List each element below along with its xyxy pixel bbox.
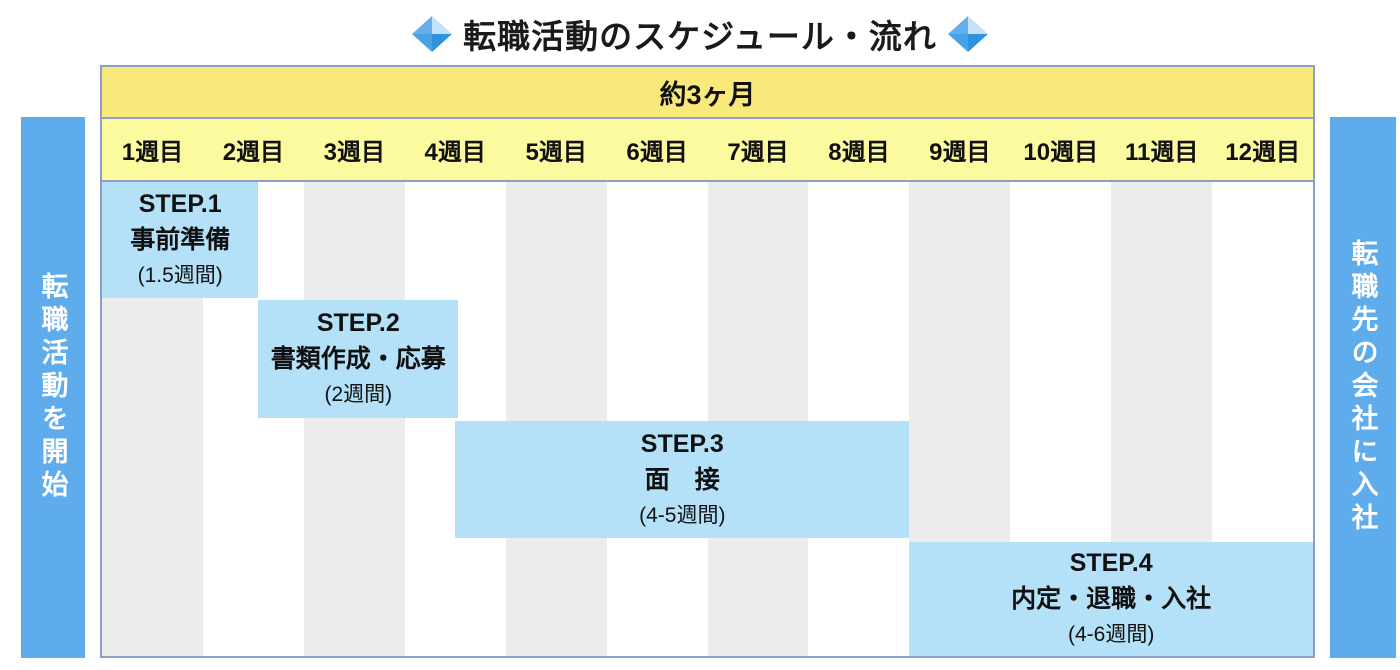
week-label-7: 7週目 <box>727 139 789 166</box>
start-sidebar-label: 転職活動を開始 <box>37 272 68 503</box>
duration-label: 約3ヶ月 <box>659 79 756 110</box>
step-block-4: STEP.4 内定・退職・入社 (4-6週間) <box>909 542 1313 656</box>
step-task: 事前準備 <box>130 226 231 254</box>
page-title: 転職活動のスケジュール・流れ <box>463 18 937 55</box>
step-name: STEP.3 <box>640 429 724 458</box>
step-task: 面 接 <box>644 465 720 494</box>
step-duration: (1.5週間) <box>137 264 223 287</box>
step-name: STEP.2 <box>316 309 400 337</box>
duration-band: 約3ヶ月 <box>102 67 1313 119</box>
step-task: 書類作成・応募 <box>270 345 446 373</box>
week-label-12: 12週目 <box>1225 139 1300 166</box>
week-stripe-4 <box>404 182 506 656</box>
diamond-icon-right <box>947 16 988 52</box>
join-sidebar-label: 転職先の会社に入社 <box>1347 239 1378 536</box>
step-block-3: STEP.3 面 接 (4-5週間) <box>455 421 910 538</box>
week-stripe-6 <box>606 182 708 656</box>
week-label-9: 9週目 <box>929 139 991 166</box>
week-header-row: 1週目 2週目 3週目 4週目 5週目 6週目 7週目 8週目 9週目 10週目 11週目 12週目 <box>102 119 1313 182</box>
start-sidebar: 転職活動を開始 <box>21 117 85 658</box>
week-label-3: 3週目 <box>323 139 385 166</box>
week-label-1: 1週目 <box>121 139 184 166</box>
page-title-row: 転職活動のスケジュール・流れ <box>0 8 1400 60</box>
week-stripe-8 <box>808 182 910 656</box>
step-duration: (2週間) <box>324 383 393 406</box>
step-block-1: STEP.1 事前準備 (1.5週間) <box>102 182 259 298</box>
week-label-8: 8週目 <box>828 139 890 166</box>
week-label-10: 10週目 <box>1023 139 1099 166</box>
step-task: 内定・退職・入社 <box>1011 585 1212 613</box>
week-stripe-7 <box>707 182 809 656</box>
week-label-2: 2週目 <box>222 139 285 166</box>
step-duration: (4-5週間) <box>639 503 726 527</box>
week-label-5: 5週目 <box>525 139 587 166</box>
step-duration: (4-6週間) <box>1067 623 1155 646</box>
step-name: STEP.4 <box>1069 549 1153 577</box>
step-block-2: STEP.2 書類作成・応募 (2週間) <box>258 300 459 418</box>
join-sidebar: 転職先の会社に入社 <box>1330 117 1396 658</box>
week-stripe-3 <box>303 182 405 656</box>
diamond-icon-left <box>412 16 453 52</box>
gantt-chart: 約3ヶ月 1週目 2週目 3週目 4週目 5週目 6週目 7週目 8週目 9週目 10週目 11週目… <box>100 65 1315 658</box>
week-label-4: 4週目 <box>424 139 486 166</box>
step-name: STEP.1 <box>138 190 222 218</box>
week-label-6: 6週目 <box>626 139 688 166</box>
week-label-11: 11週目 <box>1124 139 1199 166</box>
week-stripe-5 <box>505 182 607 656</box>
